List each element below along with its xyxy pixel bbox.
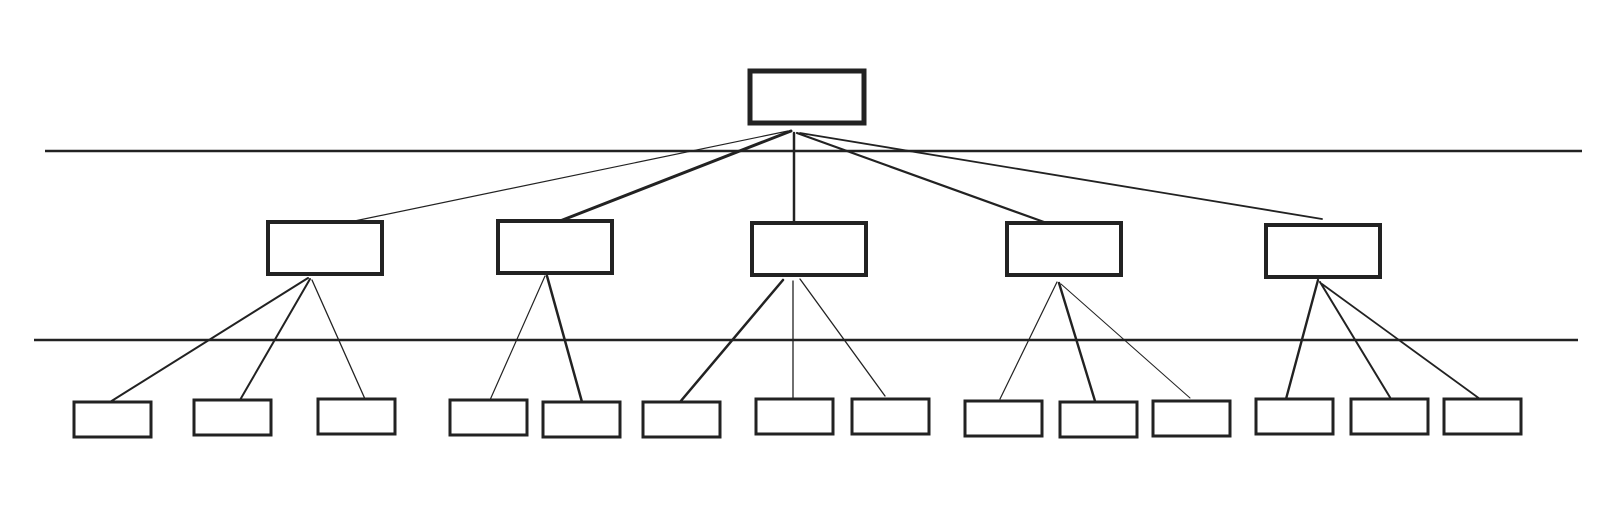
edge-node-1-to-leaf-2	[239, 278, 311, 401]
leaf-5-1	[1254, 397, 1335, 436]
tree-edges	[109, 129, 1481, 404]
leaf-3-1	[641, 400, 722, 439]
node-5-rect	[1264, 223, 1382, 279]
node-3-rect	[750, 221, 868, 277]
node-4-rect	[1005, 221, 1123, 277]
leaf-4-3-rect	[1151, 399, 1232, 438]
edge-root-to-node-1	[339, 130, 789, 225]
leaf-5-2-rect	[1349, 397, 1430, 436]
edge-node-5-to-leaf-3	[1321, 283, 1481, 400]
edge-root-to-node-4	[795, 131, 1046, 224]
tree-nodes	[72, 68, 1523, 439]
leaf-4-3	[1151, 399, 1232, 438]
leaf-1-3-rect	[316, 397, 397, 436]
node-4	[1005, 221, 1123, 277]
edge-root-to-node-2	[558, 129, 793, 223]
node-1	[266, 220, 384, 276]
leaf-1-3	[316, 397, 397, 436]
leaf-3-2-rect	[754, 397, 835, 436]
leaf-1-2	[192, 398, 273, 437]
edge-node-5-to-leaf-1	[1284, 278, 1320, 401]
leaf-2-1	[448, 398, 529, 437]
edge-root-to-node-5	[799, 132, 1323, 220]
root-node	[747, 68, 867, 126]
leaf-4-2-rect	[1058, 400, 1139, 439]
edge-node-4-to-leaf-2	[1057, 281, 1097, 403]
leaf-2-1-rect	[448, 398, 529, 437]
node-2-rect	[496, 219, 614, 275]
leaf-4-1	[963, 399, 1044, 438]
edge-node-2-to-leaf-2	[545, 274, 584, 404]
edge-node-2-to-leaf-1	[489, 275, 546, 401]
leaf-1-2-rect	[192, 398, 273, 437]
leaf-3-3	[850, 397, 931, 436]
leaf-3-3-rect	[850, 397, 931, 436]
edge-node-1-to-leaf-3	[311, 279, 366, 400]
leaf-1-1	[72, 400, 153, 439]
leaf-2-2	[541, 400, 622, 439]
node-2	[496, 219, 614, 275]
leaf-1-1-rect	[72, 400, 153, 439]
node-1-rect	[266, 220, 384, 276]
edge-node-3-to-leaf-1	[678, 278, 785, 404]
leaf-4-1-rect	[963, 399, 1044, 438]
edge-node-4-to-leaf-1	[999, 281, 1058, 400]
root-node-rect	[747, 68, 867, 126]
edge-node-5-to-leaf-2	[1319, 281, 1392, 400]
leaf-5-2	[1349, 397, 1430, 436]
edge-node-3-to-leaf-3	[799, 278, 886, 397]
level-dividers	[34, 149, 1582, 342]
leaf-3-1-rect	[641, 400, 722, 439]
edge-node-4-to-leaf-3	[1060, 283, 1191, 399]
leaf-5-3-rect	[1442, 397, 1523, 436]
leaf-3-2	[754, 397, 835, 436]
leaf-5-3	[1442, 397, 1523, 436]
leaf-4-2	[1058, 400, 1139, 439]
edge-node-1-to-leaf-1	[109, 277, 309, 403]
node-5	[1264, 223, 1382, 279]
leaf-2-2-rect	[541, 400, 622, 439]
leaf-5-1-rect	[1254, 397, 1335, 436]
node-3	[750, 221, 868, 277]
